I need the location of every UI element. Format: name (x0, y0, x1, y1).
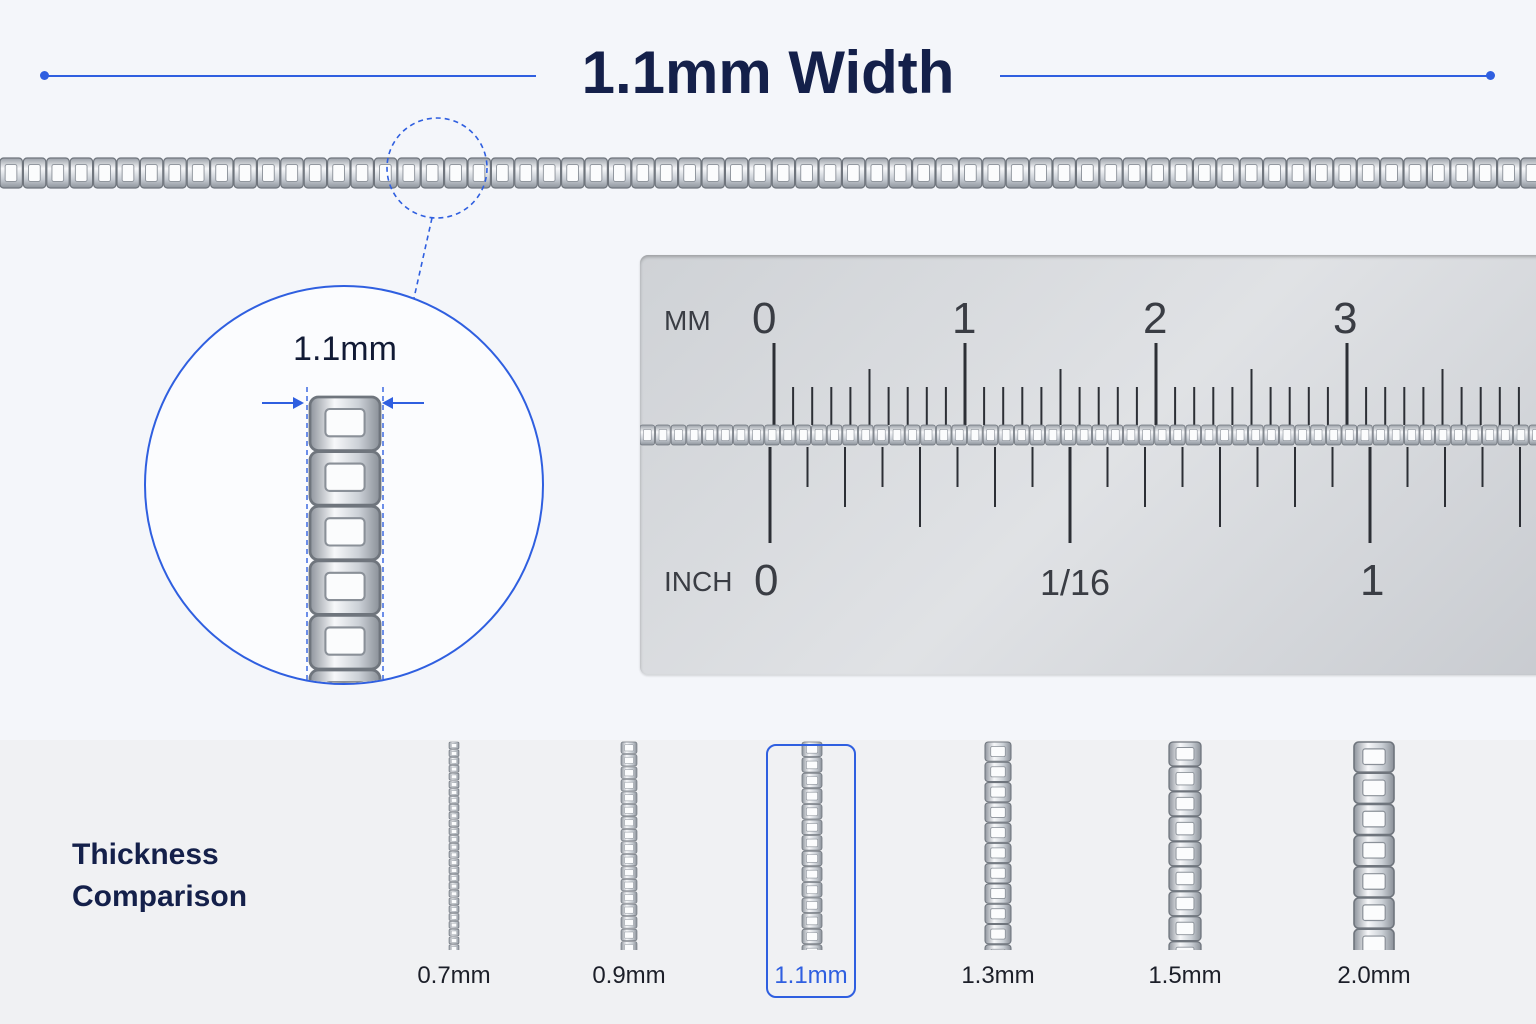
magnifier-width-label: 1.1mm (293, 330, 397, 368)
ruler-ticks (640, 343, 1536, 543)
comparison-title: Thickness Comparison (72, 834, 247, 918)
chain-horizontal (0, 157, 1536, 189)
thickness-option-1-1[interactable]: 1.1mm (774, 962, 848, 989)
comparison-title-line1: Thickness (72, 838, 219, 871)
rule-dot-right (1486, 71, 1495, 80)
thickness-option-1-3[interactable]: 1.3mm (961, 962, 1035, 989)
thickness-option-1-5[interactable]: 1.5mm (1148, 962, 1222, 989)
ruler-mm-number: 2 (1143, 294, 1168, 343)
selected-option-highlight[interactable] (766, 744, 856, 998)
page-title: 1.1mm Width (581, 39, 955, 106)
ruler-mm-number: 3 (1333, 294, 1358, 343)
arrow-left-icon (382, 397, 424, 409)
arrow-right-icon (262, 397, 304, 409)
title-rule-right (1000, 75, 1490, 77)
comparison-title-line2: Comparison (72, 880, 248, 913)
ruler-mm-unit: MM (664, 305, 711, 336)
thickness-option-0-7[interactable]: 0.7mm (417, 962, 491, 989)
ruler (640, 255, 1536, 675)
thickness-option-2-0[interactable]: 2.0mm (1337, 962, 1411, 989)
ruler-inch-number: 1/16 (1040, 562, 1111, 603)
ruler-inch-number: 0 (754, 556, 779, 605)
ruler-inch-unit: INCH (664, 566, 733, 597)
zoom-connector-line (413, 217, 433, 299)
zoom-indicator (386, 117, 488, 299)
comparison-panel (0, 740, 1536, 1024)
magnifier-circle (144, 285, 544, 685)
ruler-mm-number: 1 (952, 294, 977, 343)
comparison-chains (448, 741, 1395, 950)
thickness-option-0-9[interactable]: 0.9mm (592, 962, 666, 989)
ruler-inch-number: 1 (1360, 556, 1385, 605)
zoom-source-circle (386, 117, 488, 219)
ruler-mm-number: 0 (752, 294, 777, 343)
title-rule-left (44, 75, 536, 77)
